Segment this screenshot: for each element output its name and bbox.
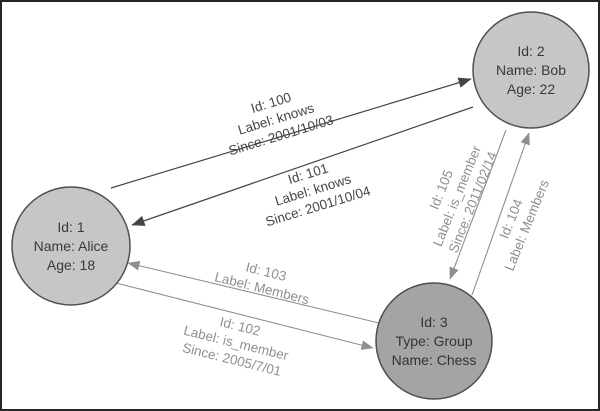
edge-104-members-line (471, 132, 530, 296)
edge-105-is-member-line (449, 129, 507, 280)
node-1-alice-circle (11, 186, 131, 306)
node-label-line: Name: Bob (496, 62, 566, 78)
edge-103-members-line (127, 260, 380, 324)
node-2-bob-circle (472, 11, 590, 129)
node-label-line: Age: 22 (507, 81, 555, 97)
edge-100-knows-line (110, 77, 472, 189)
node-label-line: Id: 2 (517, 43, 544, 59)
node-label-line: Age: 18 (47, 257, 95, 273)
node-3-chess-group-circle (375, 282, 493, 400)
node-label-line: Type: Group (395, 333, 472, 349)
edge-102-is-member-line (115, 282, 374, 350)
node-label-line: Name: Chess (392, 352, 477, 368)
edge-101-knows-line (131, 106, 474, 226)
node-label-line: Id: 3 (420, 314, 447, 330)
node-label-line: Name: Alice (34, 238, 109, 254)
node-label-line: Id: 1 (57, 219, 84, 235)
